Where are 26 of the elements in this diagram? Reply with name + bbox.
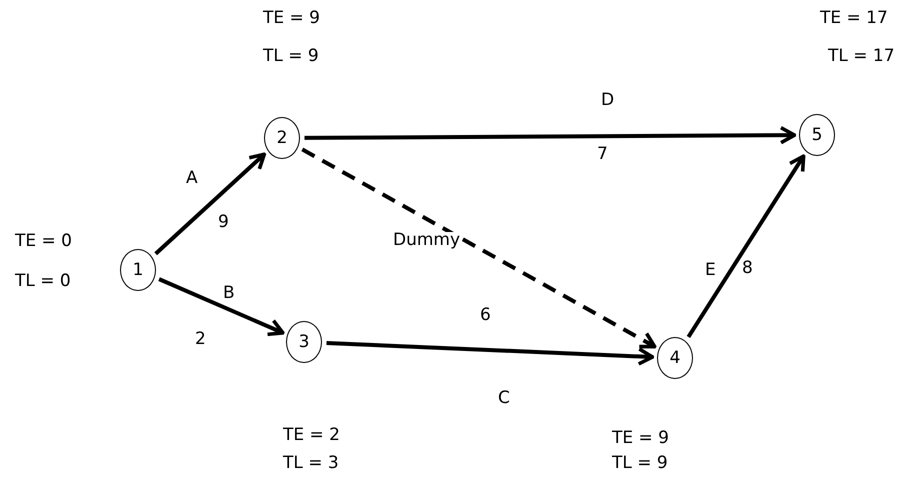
event-time-label: TE = 2 — [283, 427, 340, 444]
event-time-label: TL = 9 — [263, 48, 319, 65]
event-circle: 1 — [120, 249, 156, 291]
event-circle: 3 — [286, 321, 322, 363]
event-time-label: TE = 0 — [15, 233, 72, 250]
arrow — [158, 277, 285, 336]
event-circle: 5 — [799, 114, 835, 156]
duration-label: 7 — [597, 146, 608, 163]
event-time-label: TE = 9 — [612, 430, 669, 447]
event-time-label: TE = 17 — [820, 10, 888, 27]
duration-label: 8 — [742, 260, 753, 277]
duration-label: 6 — [480, 307, 491, 324]
event-circle: 4 — [657, 337, 693, 379]
event-circle: 2 — [264, 117, 300, 159]
event-time-label: TL = 3 — [283, 455, 339, 472]
event-time-label: TE = 9 — [263, 10, 320, 27]
arrow — [304, 126, 796, 144]
arrow — [154, 152, 266, 256]
event-time-label: TL = 9 — [612, 455, 668, 472]
dashed-arrow — [301, 148, 657, 348]
arrow — [686, 154, 806, 338]
duration-label: 9 — [218, 214, 229, 231]
event-time-label: TL = 0 — [15, 273, 71, 290]
duration-label: 2 — [195, 331, 206, 348]
edge-label: Dummy — [392, 232, 462, 249]
event-time-label: TL = 17 — [828, 48, 895, 65]
